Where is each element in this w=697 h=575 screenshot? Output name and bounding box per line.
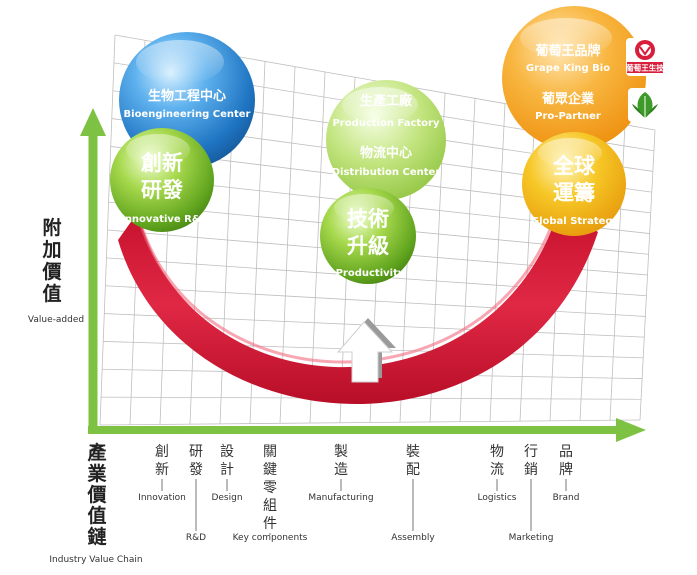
stage-label-zh: 關 xyxy=(263,444,277,460)
stage-label-zh: 件 xyxy=(263,516,277,532)
productivity-zh-2: 升級 xyxy=(347,234,389,258)
bubble-global-strategy: 全球 運籌 Global Strategy xyxy=(522,132,626,236)
y-axis-title: 附 加 價 值 Value-added xyxy=(28,216,84,325)
x-title-5: 鏈 xyxy=(87,525,106,548)
stage-label-zh: 發 xyxy=(189,462,203,478)
stage-label-zh: 零 xyxy=(263,480,277,496)
stage-label-en: Innovation xyxy=(138,493,186,503)
production-en: Production Factory xyxy=(332,118,440,129)
distribution-en: Distribution Center xyxy=(332,167,441,178)
distribution-zh: 物流中心 xyxy=(360,145,412,161)
grid-line xyxy=(99,419,641,426)
rd-zh-1: 創新 xyxy=(141,151,183,175)
stage-label-en: Design xyxy=(211,493,242,503)
bubble-innovative-rd: 創新 研發 Innovative R&D xyxy=(110,128,214,232)
y-title-2: 加 xyxy=(41,239,61,261)
stage-label-zh: 計 xyxy=(220,462,234,478)
global-en: Global Strategy xyxy=(531,216,620,227)
stage-label-zh: 行 xyxy=(524,444,538,460)
productivity-en: Productivity xyxy=(336,268,405,279)
global-zh-2: 運籌 xyxy=(553,181,595,205)
stage-label-en: Key components xyxy=(233,533,308,543)
stage-label-en: Logistics xyxy=(478,493,517,503)
x-title-3: 價 xyxy=(86,483,107,506)
stage-label-zh: 流 xyxy=(490,462,504,478)
stage-label-zh: 創 xyxy=(155,444,169,460)
stage-label-en: Marketing xyxy=(509,533,554,543)
bubble-production-distribution: 生產工廠 Production Factory 物流中心 Distributio… xyxy=(326,80,446,200)
stage-label-zh: 裝 xyxy=(406,444,420,460)
x-title-en: Industry Value Chain xyxy=(49,555,142,565)
grapeking-zh: 葡萄王品牌 xyxy=(534,43,600,59)
y-axis-arrowhead xyxy=(80,108,106,136)
x-axis-title: 產 業 價 值 鏈 Industry Value Chain xyxy=(49,441,142,565)
stage-label-zh: 配 xyxy=(406,462,420,478)
x-title-4: 值 xyxy=(87,504,106,527)
y-title-4: 值 xyxy=(42,282,61,305)
stage-label-zh: 新 xyxy=(155,462,169,478)
y-title-1: 附 xyxy=(42,216,61,239)
global-zh-1: 全球 xyxy=(552,154,596,178)
propartner-en: Pro-Partner xyxy=(535,111,601,122)
rd-en: Innovative R&D xyxy=(121,214,209,225)
stage-label-zh: 製 xyxy=(334,444,348,460)
productivity-zh-1: 技術 xyxy=(347,207,389,231)
x-title-1: 產 xyxy=(87,441,106,464)
grapeking-logo-text: 葡萄王生技 xyxy=(625,63,664,73)
y-axis xyxy=(80,108,106,430)
y-title-en: Value-added xyxy=(28,315,84,325)
up-arrow-icon xyxy=(336,318,396,383)
rd-zh-2: 研發 xyxy=(141,178,183,202)
bubble-grapeking-propartner: 葡萄王品牌 Grape King Bio 葡眾企業 Pro-Partner xyxy=(502,6,646,150)
bio-en: Bioengineering Center xyxy=(124,109,251,120)
bio-zh: 生物工程中心 xyxy=(148,88,226,104)
x-axis-arrowhead xyxy=(616,418,646,442)
stage-label-zh: 鍵 xyxy=(263,462,277,478)
stage-label-en: R&D xyxy=(186,533,206,543)
x-title-2: 業 xyxy=(86,462,107,485)
stage-label-zh: 品 xyxy=(559,444,573,460)
grapeking-logo: 葡萄王生技 xyxy=(625,38,664,76)
bubble-productivity: 技術 升級 Productivity xyxy=(320,188,416,284)
stage-label-zh: 造 xyxy=(334,462,348,478)
stage-label-zh: 銷 xyxy=(524,462,538,478)
stage-label-en: Manufacturing xyxy=(308,493,373,503)
smile-curve xyxy=(118,205,598,405)
y-title-3: 價 xyxy=(41,260,62,283)
stage-label-zh: 組 xyxy=(263,498,277,514)
production-zh: 生產工廠 xyxy=(360,93,413,109)
stage-label-en: Brand xyxy=(553,493,580,503)
leaf-emblem-icon xyxy=(628,88,662,122)
grapeking-en: Grape King Bio xyxy=(526,63,610,74)
stage-label-en: Assembly xyxy=(391,533,435,543)
stage-label-zh: 物 xyxy=(490,444,504,460)
stage-label-zh: 牌 xyxy=(559,461,573,478)
stage-label-zh: 設 xyxy=(220,444,234,460)
propartner-zh: 葡眾企業 xyxy=(541,91,595,107)
x-axis xyxy=(88,418,646,442)
stage-label-zh: 研 xyxy=(189,444,203,460)
